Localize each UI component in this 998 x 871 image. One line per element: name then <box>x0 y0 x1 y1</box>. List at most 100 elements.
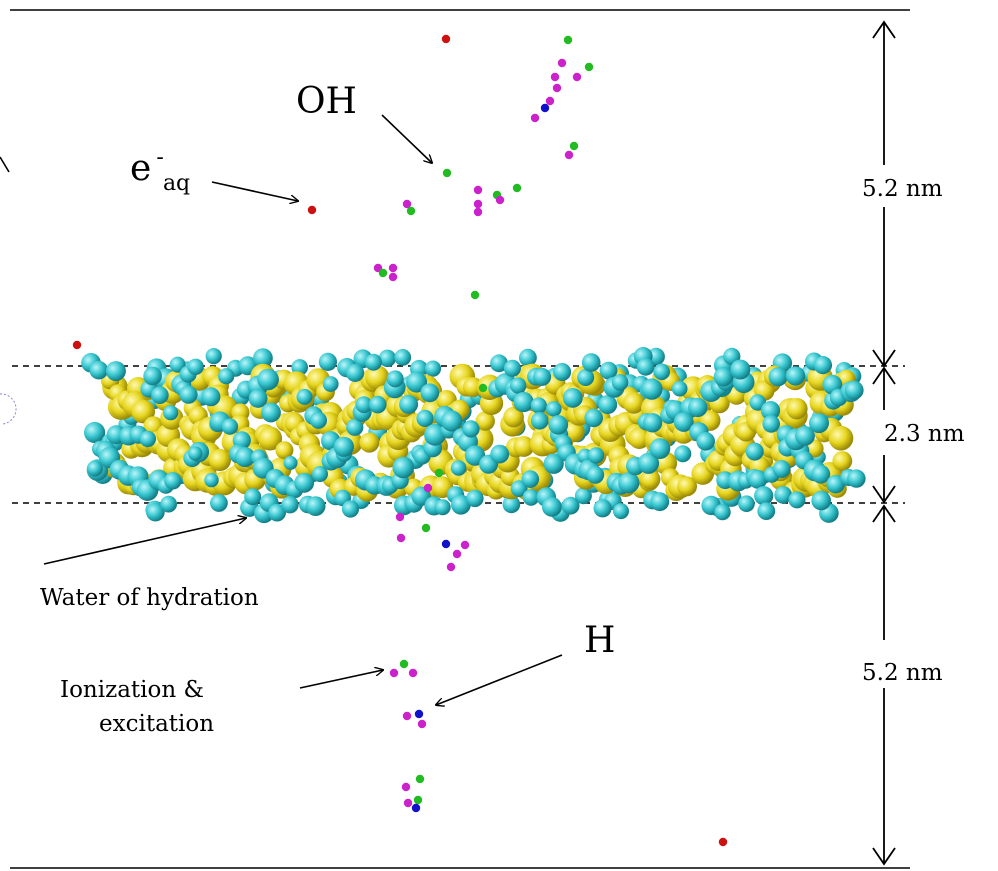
hydration-water-sphere <box>221 418 239 435</box>
magenta-species-dot <box>388 272 398 282</box>
hydration-water-sphere <box>598 395 618 415</box>
magenta-species-dot <box>402 711 412 721</box>
hydration-water-sphere <box>248 389 268 408</box>
red-species-dot <box>718 837 728 847</box>
hydration-water-sphere <box>296 388 313 405</box>
hydration-water-sphere <box>310 411 327 429</box>
blue-species-dot <box>540 103 550 113</box>
h-label: H <box>584 620 615 661</box>
hydration-water-sphere <box>521 470 540 488</box>
hydration-water-sphere <box>762 415 780 433</box>
ionization-label-line2: excitation <box>99 711 214 737</box>
dna-base-sphere <box>503 406 524 428</box>
blue-species-dot <box>411 803 421 813</box>
hydration-water-sphere <box>490 444 510 464</box>
hydration-water-sphere <box>205 348 222 365</box>
magenta-species-dot <box>446 562 456 572</box>
magenta-species-dot <box>473 199 483 209</box>
hydration-water-sphere <box>530 412 549 430</box>
dna-base-sphere <box>275 441 294 460</box>
hydration-water-sphere <box>636 357 655 376</box>
hydration-water-sphere <box>593 499 612 518</box>
hydration-water-sphere <box>745 442 764 461</box>
water-pointer-arrow <box>43 518 246 565</box>
hydration-water-sphere <box>581 353 601 372</box>
dna-double-helix <box>81 347 866 524</box>
magenta-species-dot <box>389 668 399 678</box>
hydration-water-sphere <box>809 413 829 434</box>
hydration-water-sphere <box>139 430 156 448</box>
hydration-water-sphere <box>204 472 219 488</box>
hydration-water-sphere <box>530 397 547 414</box>
dna-base-sphere <box>828 425 854 451</box>
red-species-dot <box>441 34 451 44</box>
hydration-water-sphere <box>164 472 182 490</box>
green-species-dot <box>569 141 579 151</box>
hydration-water-sphere <box>312 466 328 482</box>
dna-base-sphere <box>628 427 651 449</box>
green-species-dot <box>406 206 416 216</box>
hydration-water-sphere <box>322 376 339 392</box>
dimension-lower-label: 5.2 nm <box>862 660 943 686</box>
hydration-water-sphere <box>163 405 179 421</box>
hydration-water-sphere <box>169 356 186 373</box>
red-species-dot <box>307 205 317 215</box>
hydration-water-sphere <box>513 391 534 413</box>
hydration-water-sphere <box>187 358 204 375</box>
dna-base-sphere <box>623 392 645 414</box>
hydration-water-sphere <box>785 366 806 386</box>
h-pointer-arrow <box>436 654 563 705</box>
hydration-water-sphere <box>368 395 387 414</box>
hydration-water-sphere <box>490 354 508 373</box>
hydration-water-sphere <box>318 352 337 371</box>
hydration-water-sphere <box>305 496 326 516</box>
left-edge-partial-mark <box>0 156 10 173</box>
hydration-water-sphere <box>281 496 299 514</box>
hydration-water-sphere <box>714 503 731 521</box>
dimension-middle-arrow <box>872 366 896 504</box>
red-species-dot <box>72 340 82 350</box>
magenta-species-dot <box>403 798 413 808</box>
magenta-species-dot <box>495 195 505 205</box>
blue-species-dot <box>441 539 451 549</box>
radiolysis-species <box>72 34 728 847</box>
hydration-water-sphere <box>713 367 734 387</box>
green-species-dot <box>415 774 425 784</box>
hydration-water-sphere <box>268 503 286 522</box>
hydration-water-sphere <box>533 367 552 386</box>
hydration-water-sphere <box>466 489 484 508</box>
hydration-water-sphere <box>89 360 109 380</box>
hydration-water-sphere <box>283 455 298 470</box>
hydration-water-sphere <box>586 466 605 484</box>
hydration-water-sphere <box>688 397 708 418</box>
hydration-water-sphere <box>768 367 788 387</box>
hydration-water-sphere <box>355 396 373 414</box>
hydration-water-sphere <box>618 472 640 494</box>
dna-base-sphere <box>359 432 380 453</box>
hydration-water-sphere <box>844 380 864 400</box>
hydration-water-sphere <box>587 447 605 464</box>
hydration-water-sphere <box>434 499 451 516</box>
green-species-dot <box>413 795 423 805</box>
oh-label: OH <box>296 81 357 122</box>
eaq-main: e <box>130 148 151 189</box>
hydration-water-sphere <box>637 452 660 474</box>
hydration-water-sphere <box>235 447 255 468</box>
dna-base-sphere <box>640 469 661 490</box>
eaq-label: e - aq <box>130 145 190 196</box>
hydration-water-sphere <box>510 377 527 394</box>
hydration-water-sphere <box>671 380 688 397</box>
hydration-water-sphere <box>261 402 281 423</box>
hydration-water-sphere <box>730 359 751 380</box>
blue-species-dot <box>414 709 424 719</box>
hydration-water-sphere <box>143 366 162 386</box>
magenta-species-dot <box>545 96 555 106</box>
hydration-water-sphere <box>519 348 537 367</box>
hydration-water-sphere <box>378 349 397 367</box>
hydration-water-sphere <box>813 356 833 375</box>
hydration-water-sphere <box>503 359 521 377</box>
hydration-water-sphere <box>151 386 169 405</box>
hydration-water-sphere <box>451 494 471 515</box>
dna-base-sphere <box>677 476 697 497</box>
